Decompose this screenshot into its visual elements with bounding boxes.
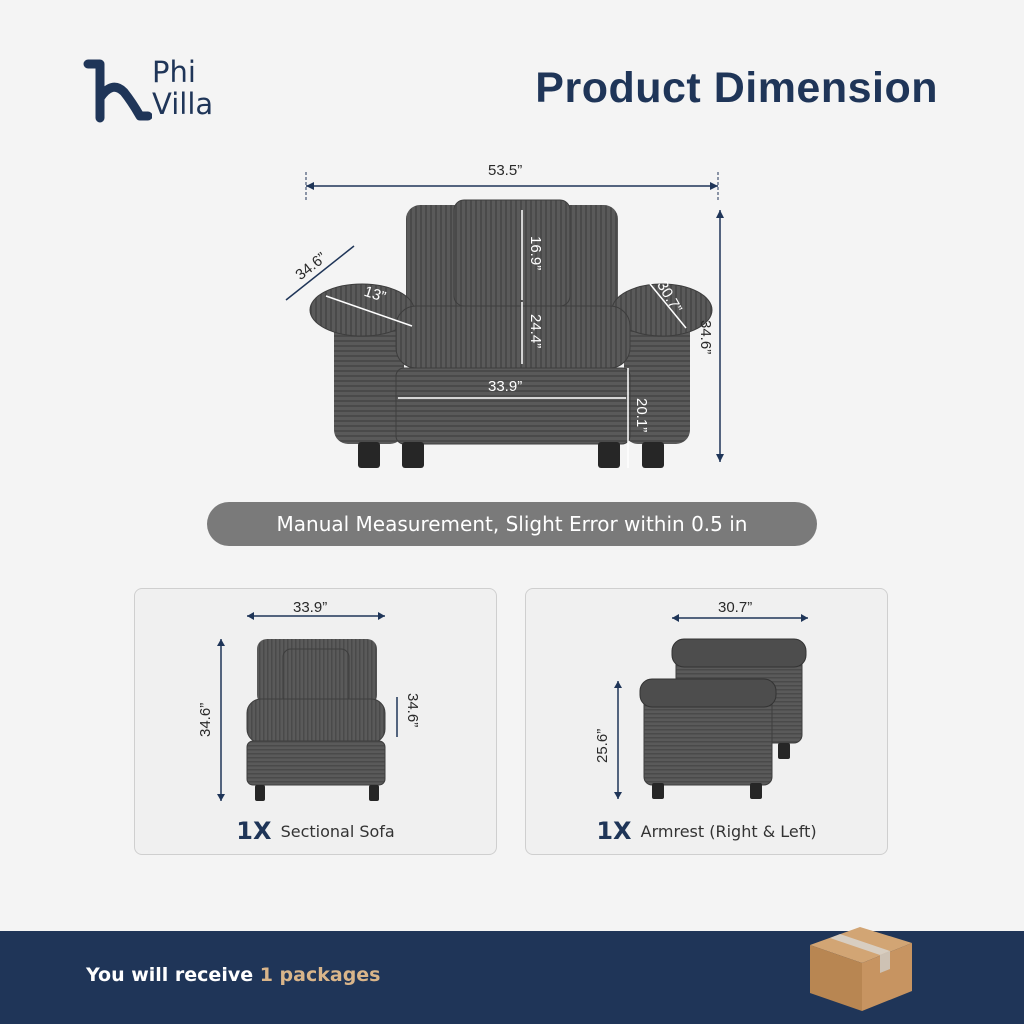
dim-sofa-height: 34.6” (197, 702, 214, 737)
dim-seat-height: 20.1” (633, 398, 650, 433)
dim-sofa-width: 33.9” (293, 599, 328, 616)
brand-logo: Phi Villa (82, 56, 262, 126)
component-card-armrest: 30.7” 25.6” 1X Armrest (Right & Left) (525, 588, 888, 855)
armrest-qty: 1X (596, 817, 632, 845)
sofa-illustration (285, 172, 724, 468)
dim-back-height: 16.9” (527, 236, 544, 271)
dim-seat-back: 24.4” (527, 314, 544, 349)
armrest-name: Armrest (Right & Left) (640, 821, 817, 841)
brand-line-1: Phi (152, 55, 196, 89)
armrest-illustration (614, 614, 808, 799)
brand-name: Phi Villa (152, 56, 213, 120)
sofa-dimension-diagram: 53.5” 34.6” 34.6” 13” 30.7” 16.9” 24.4” … (270, 150, 740, 480)
dim-sofa-depth: 34.6” (404, 693, 421, 728)
sectional-sofa-caption: 1X Sectional Sofa (135, 817, 496, 845)
measurement-notice: Manual Measurement, Slight Error within … (207, 502, 817, 546)
sectional-sofa-illustration (217, 612, 398, 801)
page-title: Product Dimension (535, 64, 938, 112)
package-count-prefix: You will receive (86, 964, 260, 986)
dim-overall-height: 34.6” (697, 320, 714, 355)
package-count-text: You will receive 1 packages (86, 964, 381, 986)
sectional-sofa-qty: 1X (236, 817, 272, 845)
dim-armrest-height: 25.6” (594, 728, 611, 763)
component-card-sectional-sofa: 33.9” 34.6” 34.6” 1X Sectional Sofa (134, 588, 497, 855)
brand-logo-icon (83, 59, 152, 123)
package-box-icon (810, 927, 912, 1011)
package-count-highlight: 1 packages (259, 964, 381, 986)
dim-armrest-width: 30.7” (718, 599, 753, 616)
dim-seat-width: 33.9” (488, 378, 523, 395)
dim-overall-width: 53.5” (488, 162, 523, 179)
armrest-caption: 1X Armrest (Right & Left) (526, 817, 887, 845)
sectional-sofa-name: Sectional Sofa (280, 821, 395, 841)
brand-line-2: Villa (152, 87, 214, 121)
